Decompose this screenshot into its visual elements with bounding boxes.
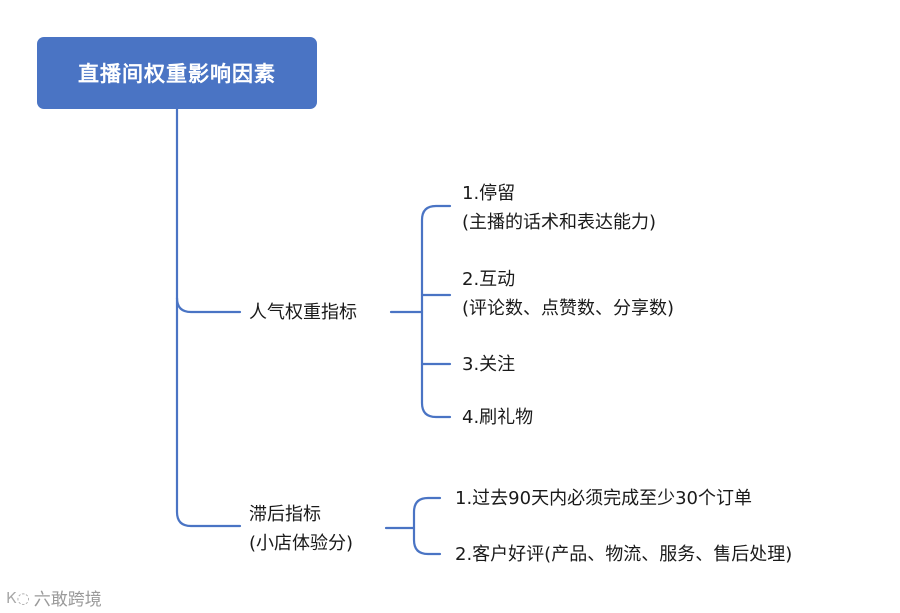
watermark: К◌ 六敢跨境	[6, 585, 102, 611]
branch-1-item-1-line-1: 1.停留	[462, 183, 516, 204]
root-node: 直播间权重影响因素	[37, 37, 317, 109]
branch-2-label-line-2: (小店体验分)	[249, 533, 354, 554]
branch-1-item-1-line-2: (主播的话术和表达能力)	[462, 212, 657, 233]
branch-1-item-4-line-1: 4.刷礼物	[462, 407, 534, 428]
branch-1-item-4: 4.刷礼物	[462, 403, 533, 432]
branch-1-bracket-line	[420, 204, 452, 419]
branch-1-item-3: 3.关注	[462, 350, 515, 379]
branch-2-label-line-1: 滞后指标	[249, 504, 321, 525]
root-branch-1-line	[175, 296, 242, 314]
brand-logo-icon: К◌	[6, 588, 30, 607]
branch-1-item-2-line-1: 2.互动	[462, 269, 516, 290]
branch-1-item-1: 1.停留 (主播的话术和表达能力)	[462, 179, 656, 237]
branch-1-label-line-1: 人气权重指标	[249, 302, 357, 323]
watermark-text: 六敢跨境	[33, 590, 102, 610]
branch-2-bracket-line	[412, 496, 442, 556]
branch-1-label: 人气权重指标	[249, 298, 357, 327]
branch-2-item-1: 1.过去90天内必须完成至少30个订单	[455, 484, 752, 513]
root-title: 直播间权重影响因素	[78, 62, 276, 86]
branch-1-item-3-line-1: 3.关注	[462, 354, 516, 375]
branch-1-item-2: 2.互动 (评论数、点赞数、分享数)	[462, 265, 674, 323]
branch-2-item-1-line-1: 1.过去90天内必须完成至少30个订单	[455, 488, 752, 509]
root-trunk-line	[175, 107, 242, 528]
branch-2-label: 滞后指标 (小店体验分)	[249, 500, 353, 558]
branch-2-item-2: 2.客户好评(产品、物流、服务、售后处理)	[455, 540, 792, 569]
branch-2-item-2-line-1: 2.客户好评(产品、物流、服务、售后处理)	[455, 544, 793, 565]
branch-1-item-2-line-2: (评论数、点赞数、分享数)	[462, 298, 675, 319]
